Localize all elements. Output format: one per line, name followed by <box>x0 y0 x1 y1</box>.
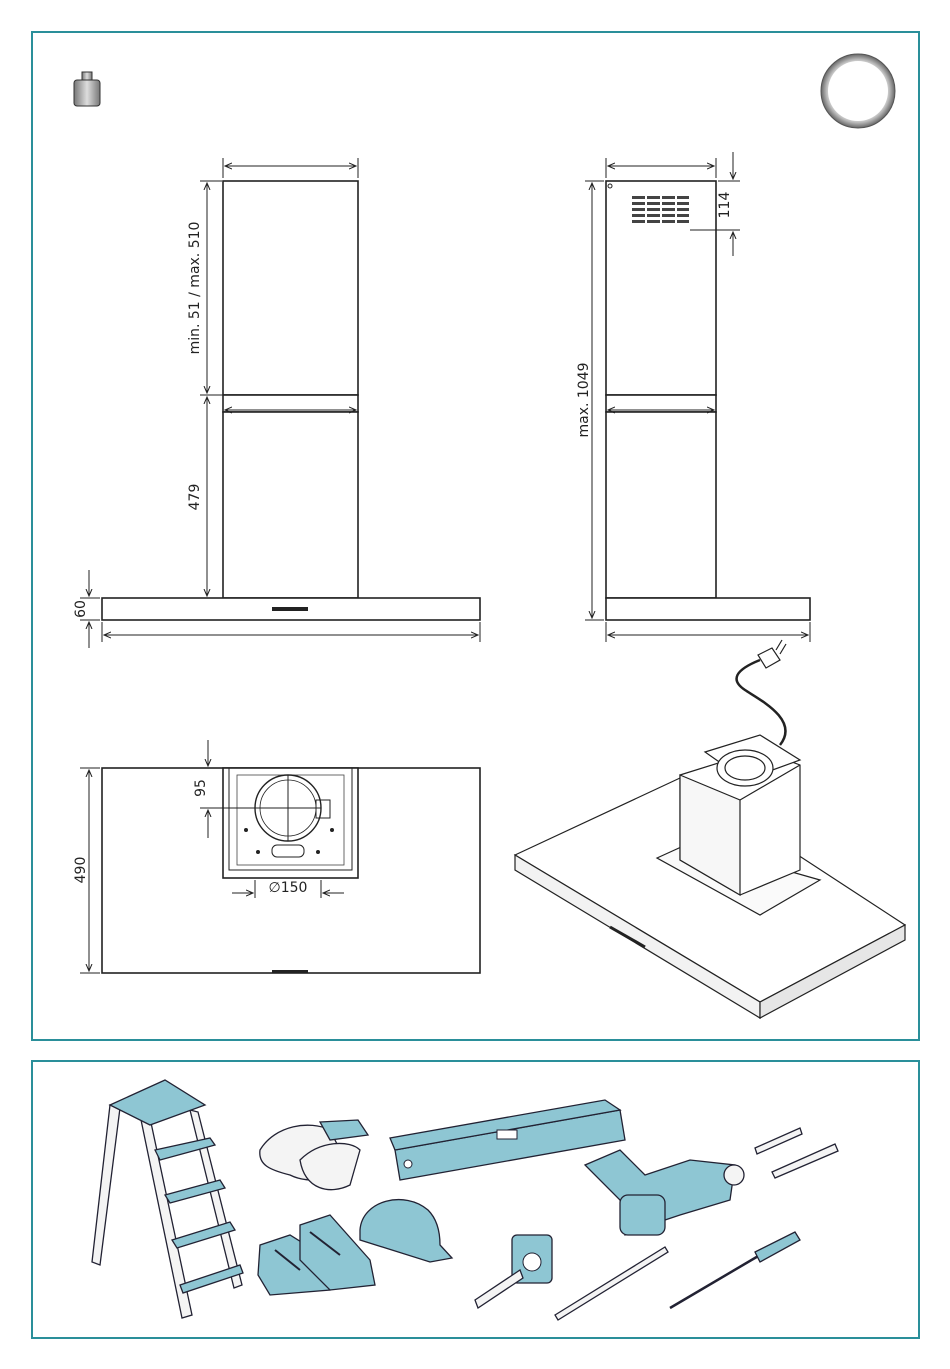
canopy-height-label: 60 <box>73 600 89 618</box>
safety-shoes-icon <box>258 1215 375 1295</box>
drill-bits-icon <box>755 1128 838 1178</box>
top-depth-label: 490 <box>73 857 89 884</box>
front-view: min. 51 / max. 510 479 60 <box>73 158 480 648</box>
side-vent-offset-label: 114 <box>717 192 733 219</box>
top-outlet-offset-label: 95 <box>193 779 209 797</box>
isometric-hood <box>515 640 905 1018</box>
hard-hat-icon <box>360 1200 452 1262</box>
gloves-icon <box>260 1120 368 1190</box>
screwdriver-icon <box>670 1232 800 1308</box>
pencil-icon <box>555 1247 668 1320</box>
side-total-height-label: max. 1049 <box>576 362 592 437</box>
tape-measure-icon <box>475 1235 552 1308</box>
duct-diameter-label: ∅150 <box>269 880 308 896</box>
front-chimney-height-label: min. 51 / max. 510 <box>187 222 203 355</box>
front-lower-height-label: 479 <box>187 484 203 511</box>
side-view: 114 max. 1049 <box>576 152 810 642</box>
drill-icon <box>585 1150 744 1235</box>
ladder-icon <box>92 1080 243 1318</box>
weight-icon <box>74 72 100 106</box>
circle-badge-icon <box>821 54 895 128</box>
top-view: 95 490 ∅150 <box>73 740 480 973</box>
